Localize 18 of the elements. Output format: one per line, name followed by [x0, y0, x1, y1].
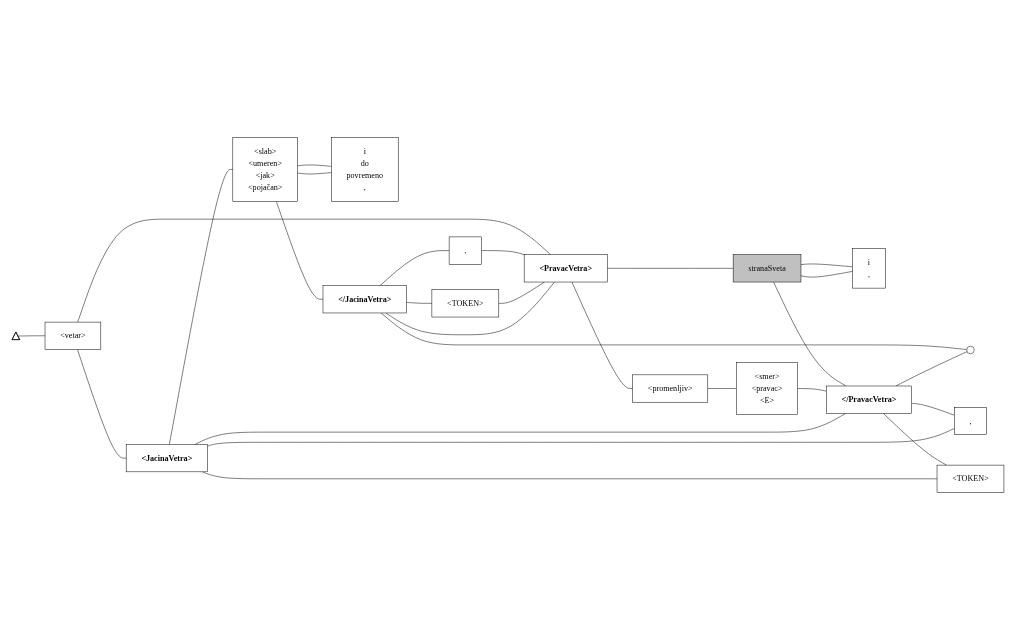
node-box: <slab> <umeren> <jak> <pojačan>	[232, 136, 298, 202]
node-box: <vetar>	[44, 321, 102, 350]
node-box: stranaSveta	[732, 253, 802, 282]
node-box: ,	[954, 406, 987, 435]
node-box: <TOKEN>	[936, 464, 1005, 493]
node-box: <smer> <pravac> <E>	[736, 361, 798, 415]
node-box: </PravacVetra>	[826, 385, 912, 414]
node-box: <promenljiv>	[632, 374, 709, 402]
node-box: i ,	[852, 247, 886, 288]
node-circle	[966, 345, 975, 354]
node-box: </JacinaVetra>	[322, 284, 407, 313]
node-box: <PravacVetra>	[523, 253, 608, 282]
node-box: <JacinaVetra>	[125, 443, 208, 472]
node-box: i do povremeno ,	[331, 136, 399, 202]
connector	[481, 249, 525, 255]
node-box: ,	[448, 236, 482, 265]
node-box: <TOKEN>	[431, 288, 500, 317]
connector	[17, 335, 46, 336]
